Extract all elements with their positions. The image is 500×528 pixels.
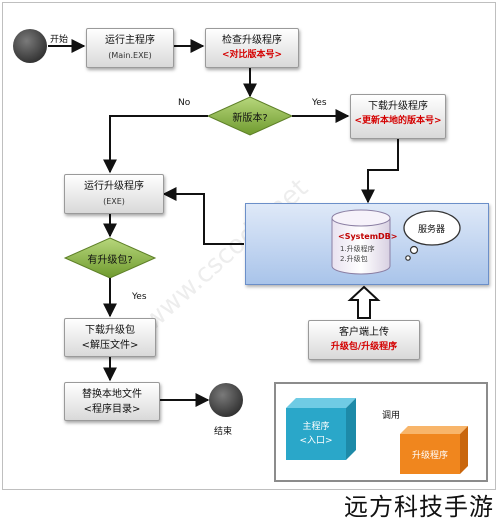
- new-version-text: 新版本?: [232, 113, 268, 124]
- download-upgrader-red: <更新本地的版本号>: [354, 116, 442, 126]
- edge-download-sysdb: [361, 139, 399, 204]
- client-upload-node: 客户端上传 升级包/升级程序: [308, 320, 420, 360]
- server-graphics: [331, 209, 461, 275]
- client-upload-title: 客户端上传: [339, 327, 389, 338]
- legend-upgrader: 升级程序: [411, 451, 448, 461]
- has-package-text: 有升级包?: [87, 255, 133, 266]
- run-upgrader-sub: (EXE): [103, 197, 125, 206]
- has-package-yes: Yes: [132, 292, 147, 302]
- upgrader-box-top: [400, 426, 468, 434]
- start-node: [13, 29, 47, 63]
- upgrader-box-side: [460, 426, 468, 474]
- decision-new-version: [206, 96, 294, 136]
- no-label: No: [178, 98, 191, 108]
- check-upgrade-red: <对比版本号>: [221, 50, 283, 60]
- cloud-label: 服务器: [418, 225, 446, 235]
- run-main-title: 运行主程序: [105, 35, 155, 46]
- db-item-2: 2.升级包: [340, 255, 368, 263]
- db-item-1: 1.升级程序: [340, 245, 375, 253]
- check-upgrade-title: 检查升级程序: [222, 35, 282, 46]
- legend-panel: 主程序 <入口> 调用 升级程序: [274, 382, 488, 482]
- server-cloud: [403, 210, 461, 261]
- legend-main-entry: <入口>: [299, 436, 333, 446]
- server-panel: <SystemDB> 1.升级程序 2.升级包 服务器: [245, 203, 489, 285]
- main-box-top: [286, 398, 356, 408]
- end-node: [209, 383, 243, 417]
- legend-main: 主程序 <入口>: [286, 420, 346, 448]
- footer-watermark: 远方科技手游: [344, 493, 494, 521]
- edge-no-run-upgrader: [103, 115, 208, 174]
- legend-graphics: [286, 398, 468, 474]
- end-label: 结束: [214, 427, 233, 437]
- main-box-side: [346, 398, 356, 460]
- upload-arrow: [347, 285, 381, 319]
- run-main-node: 运行主程序 (Main.EXE): [86, 28, 174, 68]
- run-upgrader-node: 运行升级程序 (EXE): [64, 174, 164, 214]
- download-package-node: 下载升级包 <解压文件>: [64, 318, 156, 357]
- db-title: <SystemDB>: [338, 232, 398, 241]
- replace-local-node: 替换本地文件 <程序目录>: [64, 382, 160, 421]
- legend-main-title: 主程序: [302, 422, 330, 432]
- yes-label: Yes: [312, 98, 327, 108]
- main-box-front: [286, 408, 346, 460]
- replace-local-title: 替换本地文件: [82, 389, 142, 400]
- edge-sysdb-run-upgrader: [162, 187, 244, 245]
- client-upload-red: 升级包/升级程序: [330, 342, 398, 352]
- download-upgrader-title: 下载升级程序: [368, 101, 428, 112]
- start-label: 开始: [50, 35, 69, 45]
- run-upgrader-title: 运行升级程序: [84, 181, 144, 192]
- legend-call: 调用: [382, 411, 401, 421]
- download-upgrader-node: 下载升级程序 <更新本地的版本号>: [350, 94, 446, 139]
- download-package-sub: <解压文件>: [81, 340, 139, 351]
- replace-local-sub: <程序目录>: [83, 404, 141, 415]
- run-main-sub: (Main.EXE): [108, 51, 152, 60]
- database-cylinder: [331, 218, 391, 275]
- upgrader-box-front: [400, 434, 460, 474]
- download-package-title: 下载升级包: [85, 325, 135, 336]
- check-upgrade-node: 检查升级程序 <对比版本号>: [205, 28, 299, 68]
- database-top: [331, 209, 391, 227]
